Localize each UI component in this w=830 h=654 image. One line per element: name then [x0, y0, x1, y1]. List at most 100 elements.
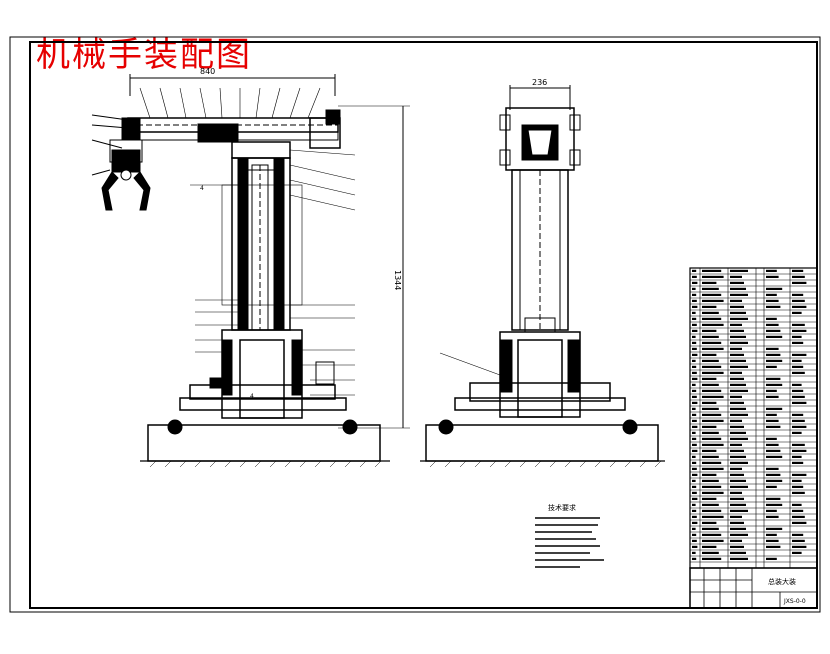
parts-list-cell-mark: [730, 389, 748, 392]
parts-list-cell-mark: [792, 353, 807, 356]
parts-list-cell-mark: [692, 515, 697, 518]
parts-list-cell-mark: [692, 539, 697, 542]
parts-list-cell-mark: [702, 371, 724, 374]
parts-list-cell-mark: [702, 509, 722, 512]
side-lower-note: 4: [250, 393, 254, 400]
parts-list-cell-mark: [730, 359, 746, 362]
parts-list-cell-mark: [792, 293, 804, 296]
parts-list-cell-mark: [702, 383, 719, 386]
parts-list-cell-mark: [692, 473, 698, 476]
parts-list-cell-mark: [692, 371, 697, 374]
front-width-dimension: 236: [532, 78, 547, 87]
parts-list-cell-mark: [702, 413, 722, 416]
parts-list-cell-mark: [702, 299, 724, 302]
parts-list-cell-mark: [692, 437, 697, 440]
parts-list-cell-mark: [730, 275, 742, 278]
parts-list-cell-mark: [702, 419, 724, 422]
parts-list-cell-mark: [692, 305, 698, 308]
parts-list-cell-mark: [792, 419, 805, 422]
parts-list-cell-mark: [692, 353, 698, 356]
parts-list-cell-mark: [702, 401, 717, 404]
parts-list-cell-mark: [702, 461, 722, 464]
parts-list-cell-mark: [792, 413, 804, 416]
parts-list-cell-mark: [766, 509, 777, 512]
parts-list-cell-mark: [730, 533, 748, 536]
parts-list-cell-mark: [702, 455, 719, 458]
parts-list-cell-mark: [766, 347, 779, 350]
parts-list-cell-mark: [792, 329, 807, 332]
title-block-drawing-number: JXS-0-0: [783, 598, 806, 605]
parts-list-cell-mark: [692, 551, 696, 554]
parts-list-cell-mark: [692, 461, 697, 464]
parts-list-cell-mark: [792, 455, 802, 458]
parts-list-cell-mark: [792, 305, 807, 308]
parts-list-cell-mark: [730, 371, 742, 374]
parts-list-cell-mark: [702, 389, 722, 392]
parts-list-cell-mark: [766, 467, 779, 470]
parts-list-cell-mark: [730, 455, 746, 458]
parts-list-cell-mark: [730, 461, 748, 464]
parts-list-cell-mark: [792, 491, 805, 494]
parts-list-cell-mark: [730, 377, 744, 380]
parts-list-cell-mark: [766, 305, 781, 308]
parts-list-cell-mark: [792, 425, 807, 428]
parts-list-cell-mark: [766, 335, 783, 338]
parts-list-cell-mark: [792, 359, 802, 362]
title-block: [689, 567, 818, 609]
parts-list-cell-mark: [692, 521, 698, 524]
parts-list-cell-mark: [730, 479, 746, 482]
parts-list-cell-mark: [692, 485, 697, 488]
parts-list-cell-mark: [692, 389, 697, 392]
parts-list-cell-mark: [730, 419, 742, 422]
parts-list-cell-mark: [702, 467, 724, 470]
parts-list-cell-mark: [766, 269, 777, 272]
parts-list-cell-mark: [702, 329, 717, 332]
parts-list-cell-mark: [702, 533, 722, 536]
parts-list-cell-mark: [692, 533, 697, 536]
parts-list-cell-mark: [730, 509, 748, 512]
parts-list-cell-mark: [730, 401, 744, 404]
parts-list-cell-mark: [702, 311, 719, 314]
parts-list-cell-mark: [730, 311, 746, 314]
parts-list-cell-mark: [702, 281, 717, 284]
parts-list-cell-mark: [702, 521, 717, 524]
parts-list-cell-mark: [702, 347, 724, 350]
parts-list-cell-mark: [766, 485, 777, 488]
parts-list-cell-mark: [692, 377, 698, 380]
parts-list-cell-mark: [730, 551, 746, 554]
parts-list-cell-mark: [730, 347, 742, 350]
parts-list-cell-mark: [702, 515, 724, 518]
parts-list-cell-mark: [702, 539, 724, 542]
parts-list-cell-mark: [702, 557, 722, 560]
parts-list-cell-mark: [692, 545, 698, 548]
parts-list-cell-mark: [792, 533, 804, 536]
parts-list-cell-mark: [792, 335, 802, 338]
parts-list-cell-mark: [792, 551, 802, 554]
parts-list-cell-mark: [730, 425, 744, 428]
parts-list-cell-mark: [766, 425, 781, 428]
parts-list-cell-mark: [730, 341, 748, 344]
parts-list-cell-mark: [766, 365, 777, 368]
parts-list-cell-mark: [702, 359, 719, 362]
parts-list-cell-mark: [730, 365, 748, 368]
parts-list-cell-mark: [730, 413, 748, 416]
parts-list-cell-mark: [730, 497, 744, 500]
parts-list-cell-mark: [730, 407, 746, 410]
parts-list-cell-mark: [792, 371, 805, 374]
parts-list-cell-mark: [766, 329, 781, 332]
parts-list-cell-mark: [792, 389, 804, 392]
parts-list-cell-mark: [692, 275, 697, 278]
parts-list-cell-mark: [702, 341, 722, 344]
parts-list-cell-mark: [766, 419, 779, 422]
parts-list-cell-mark: [792, 341, 804, 344]
parts-list-cell-mark: [730, 329, 744, 332]
parts-list-cell-mark: [702, 395, 724, 398]
parts-list-cell-mark: [702, 407, 719, 410]
parts-list-cell-mark: [702, 545, 717, 548]
parts-list-cell-mark: [792, 395, 805, 398]
parts-list-cell-mark: [692, 455, 696, 458]
parts-list-cell-mark: [730, 395, 742, 398]
parts-list-cell-mark: [792, 473, 807, 476]
side-width-dimension: 840: [200, 67, 215, 76]
